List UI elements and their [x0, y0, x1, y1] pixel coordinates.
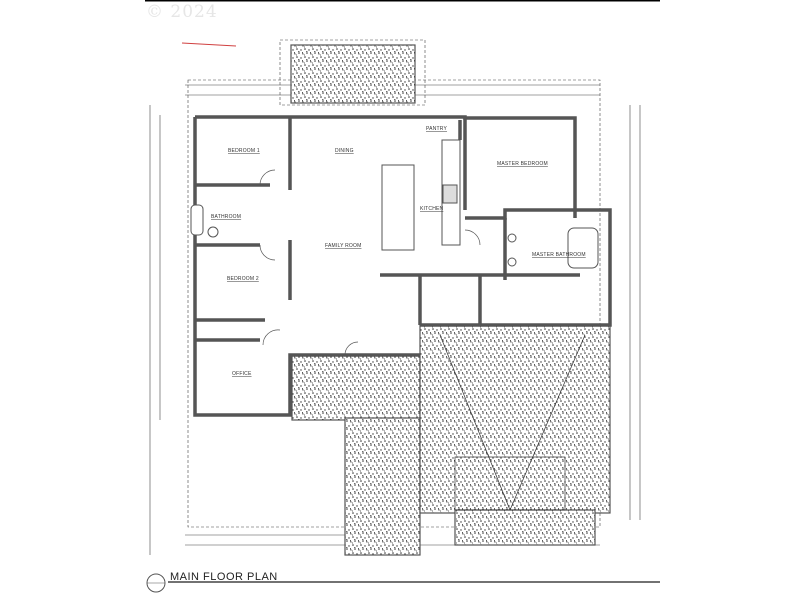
covered-porch [291, 354, 421, 421]
front-walk [344, 417, 421, 556]
room-label-master-bathroom: MASTER BATHROOM [532, 252, 586, 258]
plan-title: MAIN FLOOR PLAN [170, 571, 278, 583]
chimney-slab [290, 44, 416, 104]
room-label-dining: DINING [335, 148, 354, 154]
driveway-apron [454, 509, 596, 546]
garage-slab [419, 324, 611, 514]
annotation-arrow [181, 42, 237, 47]
kitchen-fixtures [190, 139, 599, 269]
room-label-bathroom: BATHROOM [211, 214, 241, 220]
copyright-watermark: © 2024 [146, 2, 218, 22]
room-label-family-room: FAMILY ROOM [325, 243, 361, 249]
room-label-bedroom-2: BEDROOM 2 [227, 276, 259, 282]
room-label-kitchen: KITCHEN [420, 206, 444, 212]
walls [193, 115, 612, 417]
room-label-master-bedroom: MASTER BEDROOM [497, 161, 548, 167]
hatched-areas [290, 44, 611, 556]
door-swings [259, 169, 481, 356]
room-label-bedroom-1: BEDROOM 1 [228, 148, 260, 154]
room-label-office: OFFICE [232, 371, 252, 377]
room-label-pantry: PANTRY [426, 126, 447, 132]
